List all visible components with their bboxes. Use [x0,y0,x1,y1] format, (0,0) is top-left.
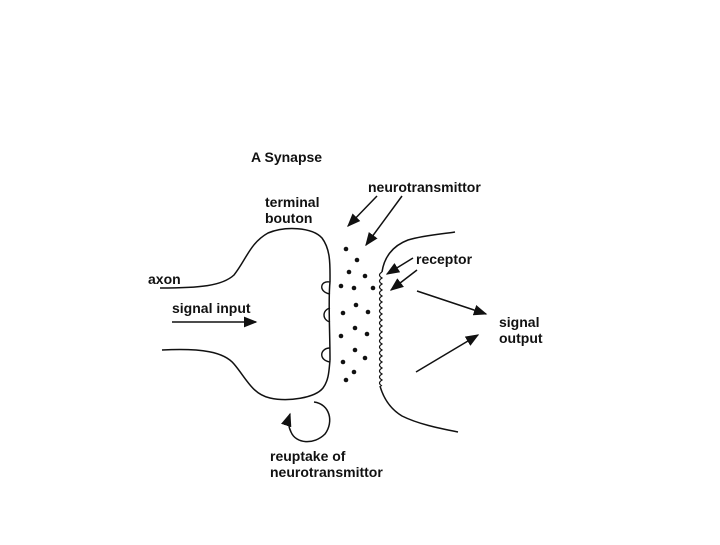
nt-dot [352,325,358,331]
reuptake-label-line1: reuptake of [270,448,346,464]
nt-dot [343,246,349,252]
nt-dot [365,309,371,315]
nt-dot [351,285,357,291]
diagram-title: A Synapse [251,149,323,165]
nt-dot [338,283,344,289]
neurotransmittor-arrow-2 [365,195,403,247]
axon-top-membrane [159,227,331,289]
signal-input-label: signal input [172,300,251,316]
receptor-arrow-1 [385,257,414,275]
axon-bottom-membrane [161,348,331,401]
neurotransmitter-molecules [338,246,376,383]
terminal-bouton-label-line2: bouton [265,210,313,226]
signal-output-arrow-2 [415,334,480,373]
signal-output-arrow-1 [416,290,488,316]
vesicle-release-2 [323,307,331,323]
receptor-membrane [378,271,384,387]
vesicle-release-1 [321,281,331,295]
vesicle-release-3 [321,347,331,363]
nt-dot [338,333,344,339]
nt-dot [343,377,349,383]
nt-dot [351,369,357,375]
receptor-arrow-2 [389,269,418,291]
postsynaptic-bottom-membrane [379,385,459,433]
postsynaptic-top-membrane [381,231,456,273]
nt-dot [340,310,346,316]
receptor-label: receptor [416,251,473,267]
signal-output-label-line2: output [499,330,543,346]
axon-label: axon [148,271,181,287]
reuptake-arrow [281,401,331,443]
nt-dot [340,359,346,365]
nt-dot [362,273,368,279]
nt-dot [354,257,360,263]
nt-dot [370,285,376,291]
nt-dot [352,347,358,353]
nt-dot [353,302,359,308]
reuptake-label-line2: neurotransmittor [270,464,383,480]
presynaptic-membrane [328,281,331,361]
neurotransmittor-label: neurotransmittor [368,179,481,195]
neurotransmittor-arrow-1 [347,195,378,227]
nt-dot [346,269,352,275]
signal-output-label-line1: signal [499,314,540,330]
terminal-bouton-label-line1: terminal [265,194,320,210]
nt-dot [362,355,368,361]
nt-dot [364,331,370,337]
